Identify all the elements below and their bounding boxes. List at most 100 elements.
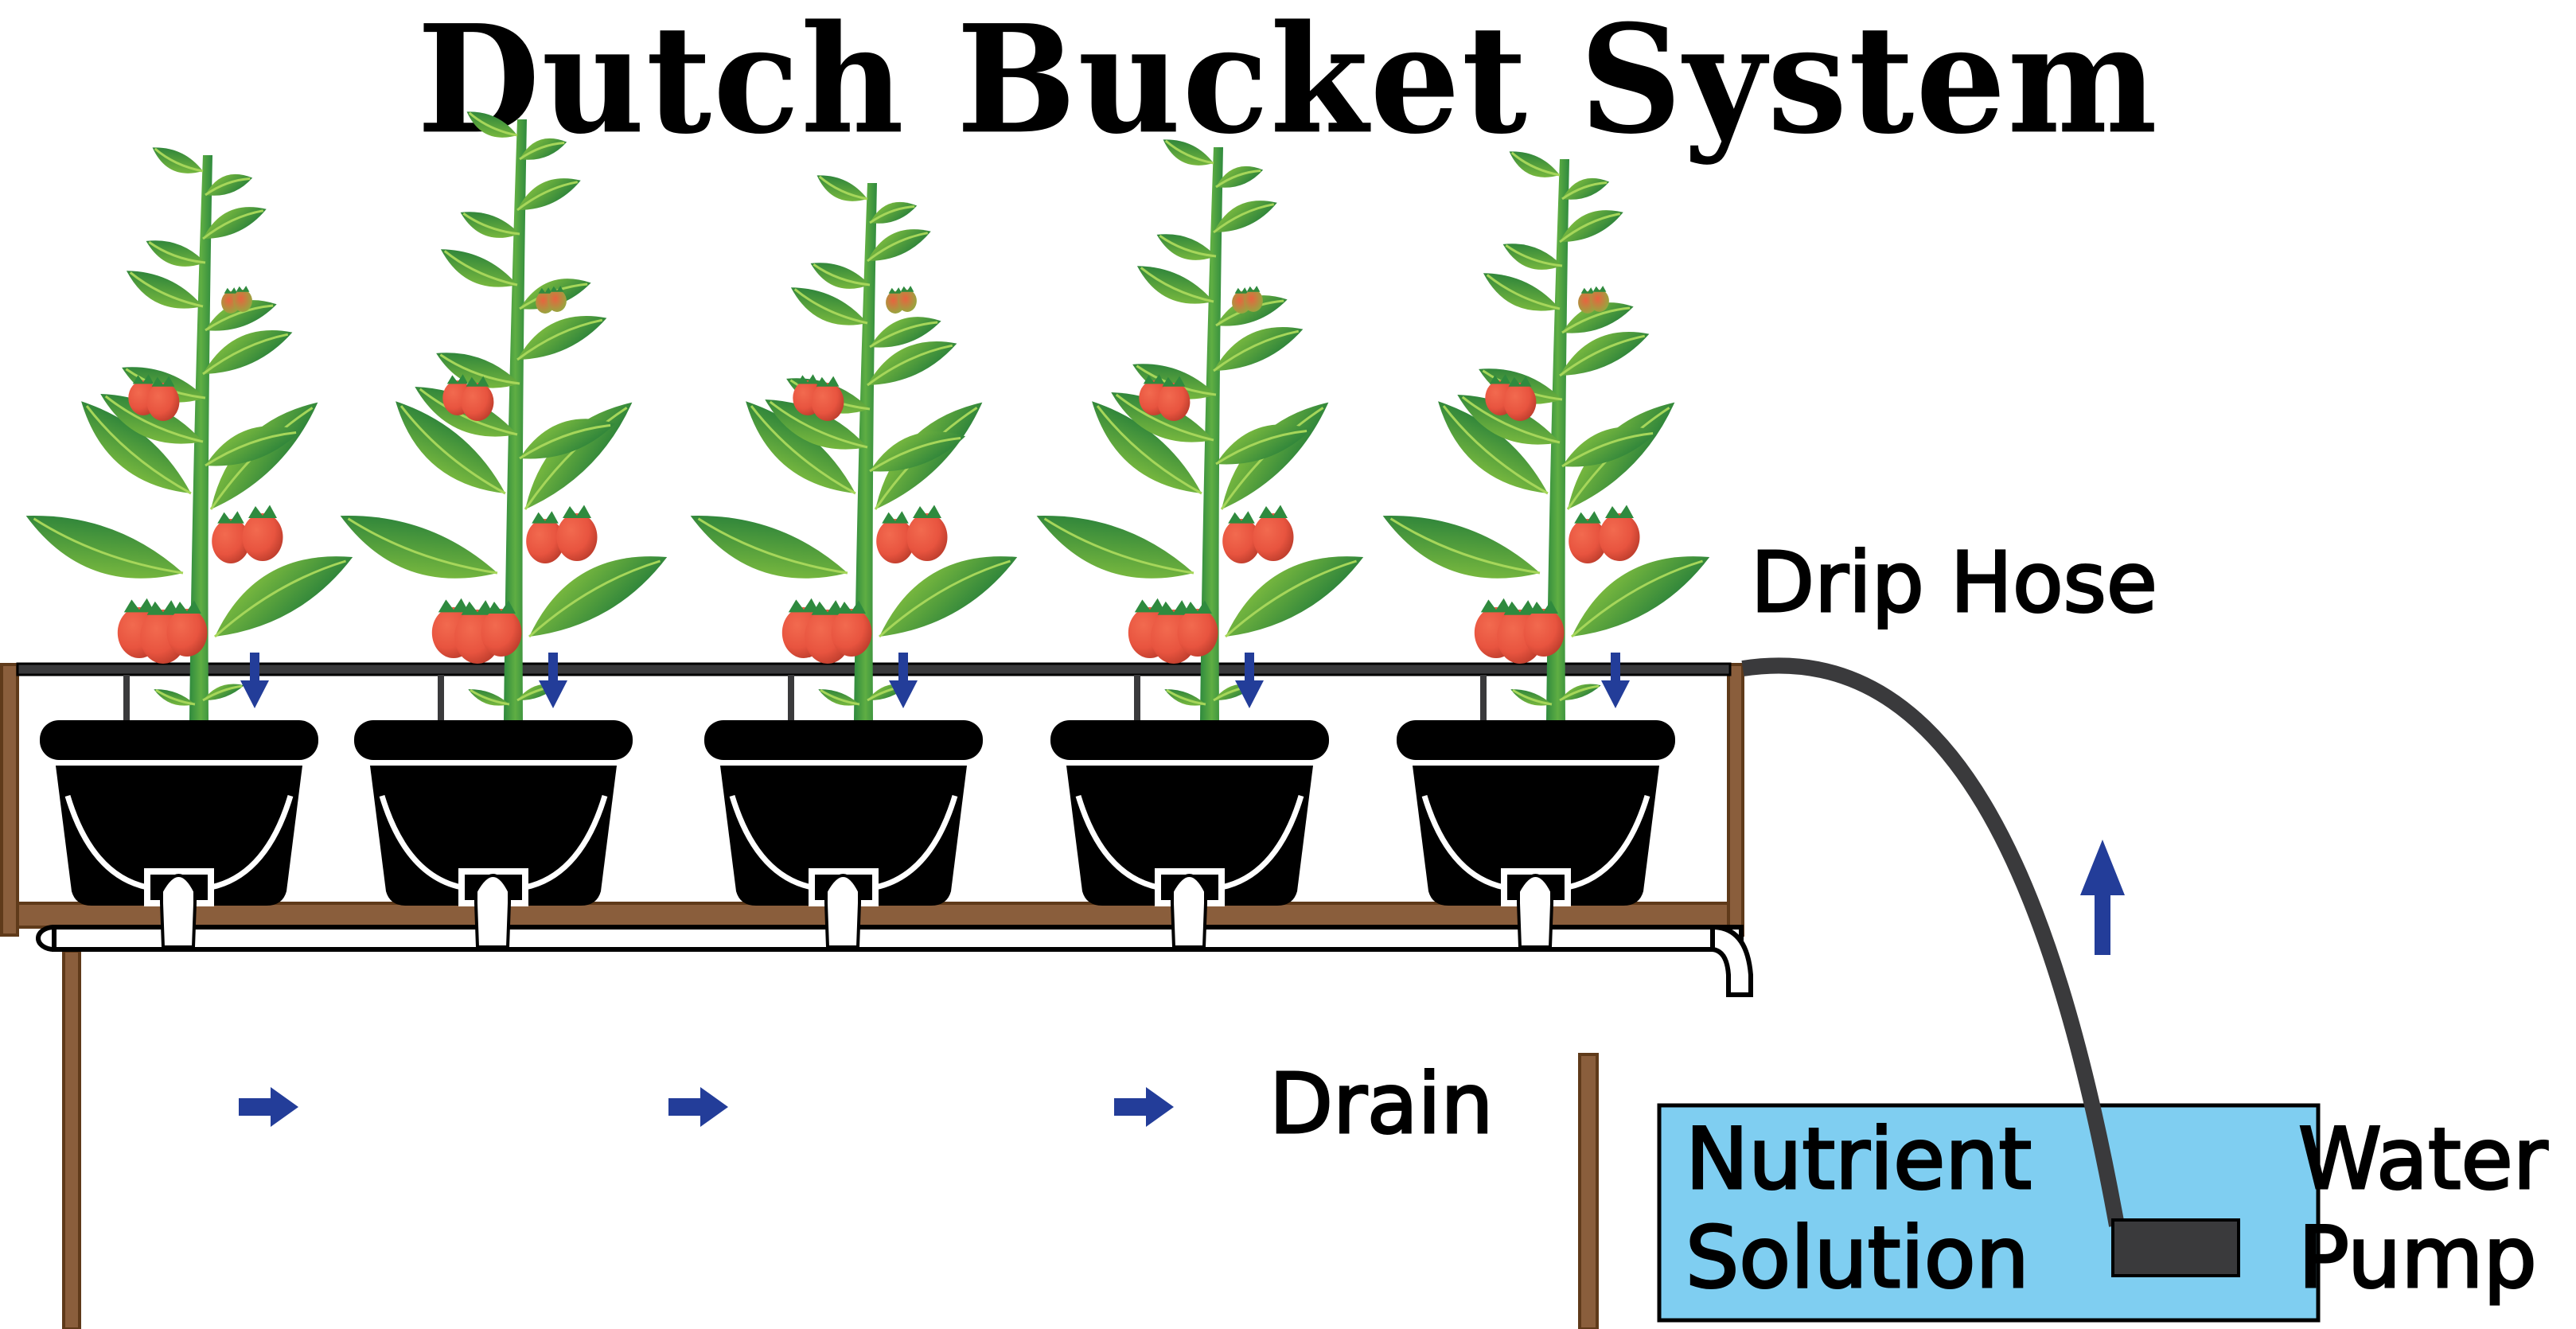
tomato-calyx (563, 505, 591, 518)
label-pump-line2: Pump (2297, 1208, 2538, 1308)
plant-stem (1200, 147, 1223, 720)
tomato-calyx (811, 600, 844, 615)
bucket-body (720, 766, 967, 906)
leaf-blade (1156, 234, 1216, 260)
tomato-calyx (1605, 505, 1634, 518)
leaf-vein (462, 212, 520, 236)
bucket-handle (64, 794, 294, 891)
leaf (213, 556, 353, 638)
tomato-calyx (1592, 286, 1607, 292)
drain-flow-arrow (239, 1087, 298, 1127)
bucket-body (1066, 766, 1313, 906)
leaf-blade (1438, 401, 1548, 493)
leaf-blade (340, 516, 497, 579)
drip-flow-arrow (1235, 653, 1264, 708)
drip-hose-line (16, 662, 1732, 676)
leaf-vein (820, 688, 860, 706)
leaf (25, 516, 184, 579)
leaf-blade (146, 240, 205, 267)
bucket-handle (729, 794, 958, 891)
leaf (1561, 177, 1610, 201)
leaf (100, 393, 204, 444)
frame-left-post (0, 663, 19, 937)
leaf-vein (202, 209, 264, 240)
tomato-calyx (1489, 374, 1511, 384)
leaf (516, 178, 581, 212)
leaf (126, 271, 204, 309)
leaf (869, 431, 966, 473)
leaf-vein (1442, 405, 1549, 495)
tomato-calyx (1574, 511, 1601, 524)
tomato-calyx (151, 376, 175, 387)
leaf (869, 317, 941, 349)
leaf-blade (879, 556, 1018, 637)
drip-flow-arrow (1601, 653, 1630, 708)
tomato-calyx (1143, 374, 1165, 384)
tomato-plant (25, 147, 353, 720)
tomato-calyx (123, 598, 155, 613)
pump-flow-arrow (2080, 840, 2125, 955)
leaf-blade (1560, 332, 1650, 376)
leaf (867, 341, 957, 387)
bucket-drain-spout (824, 874, 861, 949)
leaf (528, 556, 668, 638)
leaf-blade (765, 399, 867, 450)
tomato (526, 519, 564, 563)
leaf-blade (1226, 556, 1364, 637)
leaf-vein (750, 405, 856, 495)
leaf-vein (1570, 559, 1703, 638)
leaf (1561, 427, 1658, 468)
leaf-blade (1560, 210, 1623, 243)
leaf (1136, 266, 1214, 304)
leaf-vein (1043, 517, 1194, 575)
frame-shelf (16, 902, 1730, 929)
tomato (1503, 383, 1537, 421)
leaf (1382, 516, 1541, 579)
drain-flow-arrow (668, 1087, 728, 1127)
leaf-vein (129, 271, 204, 308)
leaf (516, 316, 607, 361)
leaf-vein (793, 288, 868, 325)
tomato-calyx (882, 511, 909, 524)
leaf (1111, 392, 1214, 442)
tomato-calyx (1228, 511, 1255, 524)
tomato (146, 383, 180, 421)
leaf-blade (690, 516, 848, 579)
leaf (1164, 688, 1206, 706)
tomato (898, 290, 917, 312)
leaf-vein (85, 405, 192, 495)
leaf-vein (347, 517, 498, 575)
drip-emitter-tube (788, 675, 794, 723)
leaf-vein (1561, 306, 1631, 334)
tomato (1523, 609, 1565, 657)
tomato-calyx (438, 598, 470, 613)
leaf-vein (867, 344, 953, 387)
tomato-calyx (1503, 600, 1537, 615)
tomato-calyx (1530, 600, 1558, 614)
leaf-vein (1140, 267, 1214, 303)
leaf (1213, 327, 1304, 372)
leaf-blade (1036, 516, 1194, 579)
tomato-calyx (1183, 600, 1212, 614)
leaf-blade (1502, 244, 1562, 270)
leaf-vein (1561, 181, 1608, 201)
leaf (460, 212, 520, 238)
bucket-drain-spout (474, 874, 511, 949)
tomato-calyx (816, 376, 840, 387)
tomato-calyx (1480, 598, 1512, 613)
tomato (1253, 513, 1294, 561)
tomato (548, 290, 567, 312)
tomato (461, 383, 494, 421)
tomato-calyx (532, 511, 559, 524)
leaf (81, 401, 192, 495)
tomato (233, 290, 252, 312)
tomato (212, 519, 250, 563)
leaf (205, 426, 302, 467)
leaf-vein (813, 263, 871, 286)
leaf (519, 138, 567, 161)
frame-leg-left (62, 949, 81, 1329)
leaf-vein (205, 177, 251, 197)
leaf-blade (790, 287, 867, 325)
